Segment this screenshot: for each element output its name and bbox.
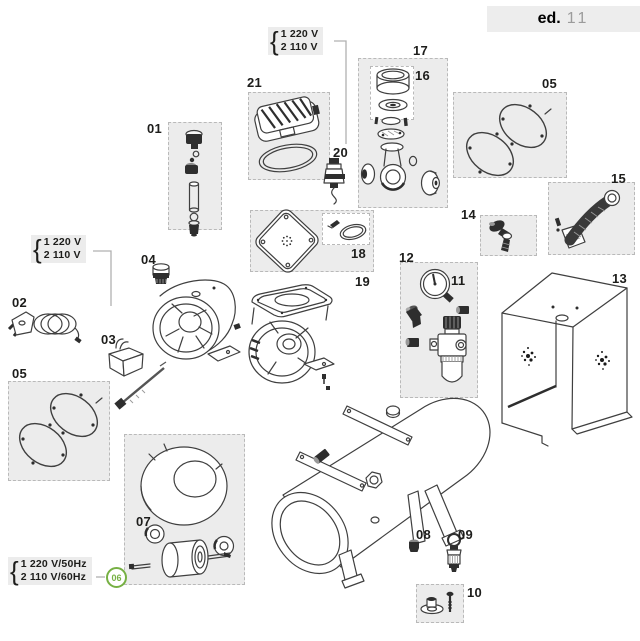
part-label-09: 09 — [458, 527, 474, 542]
voltage-callout-bottom: { 1 220 V/50Hz 2 110 V/60Hz — [8, 557, 92, 585]
part-16-17-drawing — [360, 68, 440, 196]
part-14-drawing — [489, 220, 513, 252]
brace-glyph: { — [270, 26, 279, 56]
part-label-11: 11 — [451, 273, 466, 288]
part-label-04: 04 — [141, 252, 157, 267]
edition-banner: ed. 11 — [487, 6, 640, 32]
part-20-drawing — [323, 158, 345, 205]
part-15-drawing — [554, 189, 621, 249]
part-11-12-drawing — [405, 268, 469, 383]
part-03-drawing — [108, 338, 144, 377]
voltage-left-line1: 1 220 V — [43, 236, 82, 248]
edition-label: ed. — [537, 10, 561, 27]
part-label-17: 17 — [413, 43, 429, 58]
part-label-05-top: 05 — [542, 76, 558, 91]
part-label-18: 18 — [351, 246, 367, 261]
part-02-drawing — [7, 311, 82, 344]
part-01-drawing — [185, 129, 203, 237]
part-13-drawing — [501, 272, 633, 447]
pump-crankcase-drawing — [248, 284, 335, 390]
long-screw-drawing — [114, 361, 167, 410]
part-label-19: 19 — [355, 274, 371, 289]
part-ref-circle-06: 06 — [106, 567, 127, 588]
part-label-20: 20 — [333, 145, 349, 160]
air-tank-drawing — [271, 397, 491, 589]
brace-glyph: { — [33, 234, 42, 264]
part-05-top-drawing — [466, 103, 552, 177]
part-06-07-drawing — [128, 443, 235, 578]
part-label-08: 08 — [416, 527, 432, 542]
part-10-drawing — [420, 591, 454, 615]
part-09-drawing — [446, 533, 462, 572]
edition-number: 11 — [566, 10, 590, 27]
part-label-13: 13 — [612, 271, 628, 286]
part-label-02: 02 — [12, 295, 28, 310]
part-label-01: 01 — [147, 121, 163, 136]
part-label-14: 14 — [461, 207, 477, 222]
part-04-drawing — [152, 263, 170, 284]
part-21-drawing — [254, 96, 320, 173]
part-label-05-bottom: 05 — [12, 366, 28, 381]
voltage-left-line2: 2 110 V — [43, 249, 81, 261]
voltage-bottom-line1: 1 220 V/50Hz — [20, 558, 87, 570]
part-label-16: 16 — [415, 68, 431, 83]
part-label-12: 12 — [399, 250, 415, 265]
voltage-callout-left: { 1 220 V 2 110 V — [31, 234, 87, 264]
part-08-drawing — [409, 539, 419, 552]
part-label-15: 15 — [611, 171, 627, 186]
voltage-top-line1: 1 220 V — [280, 28, 319, 40]
part-label-06: 06 — [111, 572, 122, 583]
voltage-bottom-line2: 2 110 V/60Hz — [20, 571, 87, 583]
part-19-drawing — [255, 209, 319, 273]
voltage-callout-top: { 1 220 V 2 110 V — [268, 26, 324, 56]
part-18-drawing — [327, 220, 367, 241]
motor-housing-drawing — [152, 279, 241, 362]
part-label-03: 03 — [101, 332, 117, 347]
part-05-bottom-drawing — [19, 392, 103, 468]
part-label-07: 07 — [136, 514, 152, 529]
part-label-10: 10 — [467, 585, 483, 600]
part-10-box — [416, 584, 464, 623]
voltage-top-line2: 2 110 V — [280, 41, 318, 53]
brace-glyph: { — [10, 556, 19, 586]
part-label-21: 21 — [247, 75, 263, 90]
